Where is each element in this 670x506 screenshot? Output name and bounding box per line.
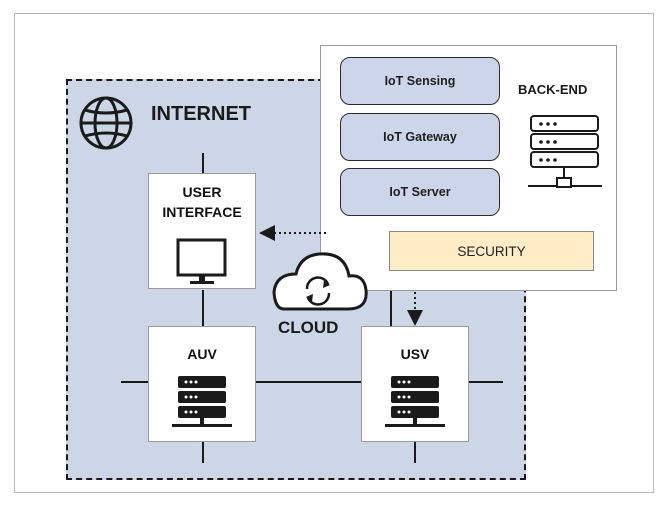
backend-title: BACK-END [518,82,588,97]
internet-title: INTERNET [151,103,251,125]
monitor-icon [176,238,227,284]
user-interface-node: USER INTERFACE [148,173,256,289]
server-icon [528,115,602,188]
user-interface-label-2: INTERFACE [162,204,242,220]
security-box: SECURITY [389,231,594,271]
usv-label: USV [400,346,430,362]
auv-label: AUV [187,346,217,362]
server-icon [385,376,445,427]
iot-server-box: IoT Server [340,168,500,216]
iot-gateway-box: IoT Gateway [340,113,500,161]
cloud-sync-icon [272,252,368,311]
user-interface-label-1: USER [182,184,222,200]
server-icon [172,376,232,427]
iot-sensing-box: IoT Sensing [340,57,500,105]
cloud-title: CLOUD [278,318,339,337]
globe-icon [79,96,133,150]
